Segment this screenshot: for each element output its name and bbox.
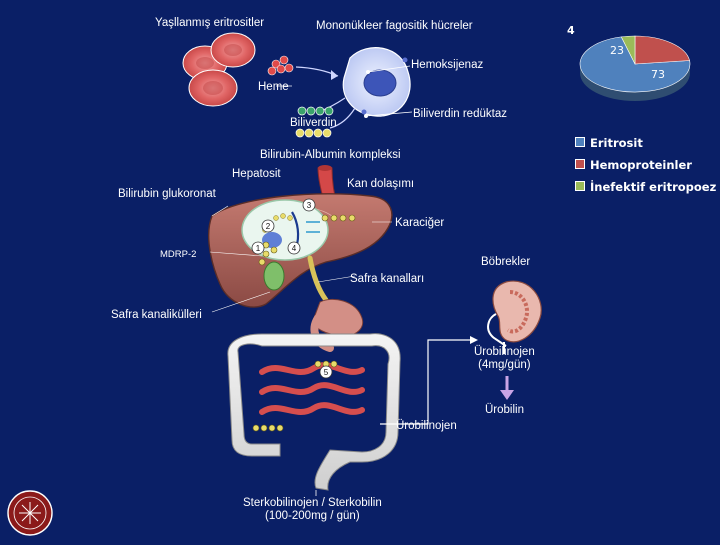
kidney-illustration: [488, 281, 541, 354]
bile-canaliculi-label: Safra kanalikülleri: [111, 309, 202, 322]
phagocytes-label: Mononükleer fagositik hücreler: [316, 20, 473, 33]
liver-label: Karaciğer: [395, 217, 444, 230]
source-pie-chart: [580, 36, 690, 101]
legend-item-ineffective: İnefektif eritropoez: [575, 180, 716, 194]
step-number-4: 4: [292, 244, 297, 253]
phagocyte-cell: [343, 48, 410, 116]
urobilin-label: Ürobilin: [485, 404, 524, 417]
biliverdin-label: Biliverdin: [290, 117, 337, 130]
legend-item-hemoproteins: Hemoproteinler: [575, 158, 692, 172]
pie-value-hemoproteins: 23: [610, 44, 624, 57]
stercobilin-label: Sterkobilinojen / Sterkobilin (100-200mg…: [243, 497, 382, 523]
step-number-3: 3: [307, 201, 312, 210]
urobilinogen-urine-label: Ürobilinojen (4mg/gün): [474, 346, 535, 372]
step-number-5: 5: [324, 368, 329, 377]
bilirubin-albumin-label: Bilirubin-Albumin kompleksi: [260, 149, 401, 162]
aged-erythrocytes-label: Yaşllanmış eritrositler: [155, 17, 264, 30]
bilirubin-molecules: [296, 129, 331, 137]
biliverdin-reductase-label: Biliverdin redüktaz: [413, 108, 507, 121]
step-number-1: 1: [256, 244, 261, 253]
bilirubin-glucuronate-label: Bilirubin glukoronat: [118, 188, 216, 201]
hepatocyte-label: Hepatosit: [232, 168, 281, 181]
biliverdin-molecules: [298, 107, 333, 115]
mdrp2-label: MDRP-2: [160, 248, 196, 261]
gallbladder-illustration: [264, 262, 284, 290]
pie-value-erythrocyte: 73: [651, 68, 665, 81]
heme-label: Heme: [258, 81, 289, 94]
erythrocytes-illustration: [183, 33, 255, 106]
legend-swatch-erythrocyte: [575, 137, 585, 147]
university-seal: [8, 491, 52, 535]
pie-slice-1: [635, 36, 690, 64]
legend-label-hemoproteins: Hemoproteinler: [590, 158, 692, 172]
legend-label-erythrocyte: Eritrosit: [590, 136, 643, 150]
kidneys-label: Böbrekler: [481, 256, 530, 269]
heme-oxygenase-label: Hemoksijenaz: [411, 59, 483, 72]
bile-ducts-label: Safra kanalları: [350, 273, 424, 286]
legend-label-ineffective: İnefektif eritropoez: [590, 180, 716, 194]
urobilinogen-gut-label: Ürobilinojen: [396, 420, 457, 433]
pie-value-ineffective: 4: [567, 24, 575, 37]
legend-swatch-hemoproteins: [575, 159, 585, 169]
legend-item-erythrocyte: Eritrosit: [575, 136, 643, 150]
heme-cluster: [268, 56, 293, 75]
intestine-illustration: [228, 334, 400, 490]
circulation-label: Kan dolaşımı: [347, 178, 414, 191]
step-number-2: 2: [266, 222, 271, 231]
legend-swatch-ineffective: [575, 181, 585, 191]
